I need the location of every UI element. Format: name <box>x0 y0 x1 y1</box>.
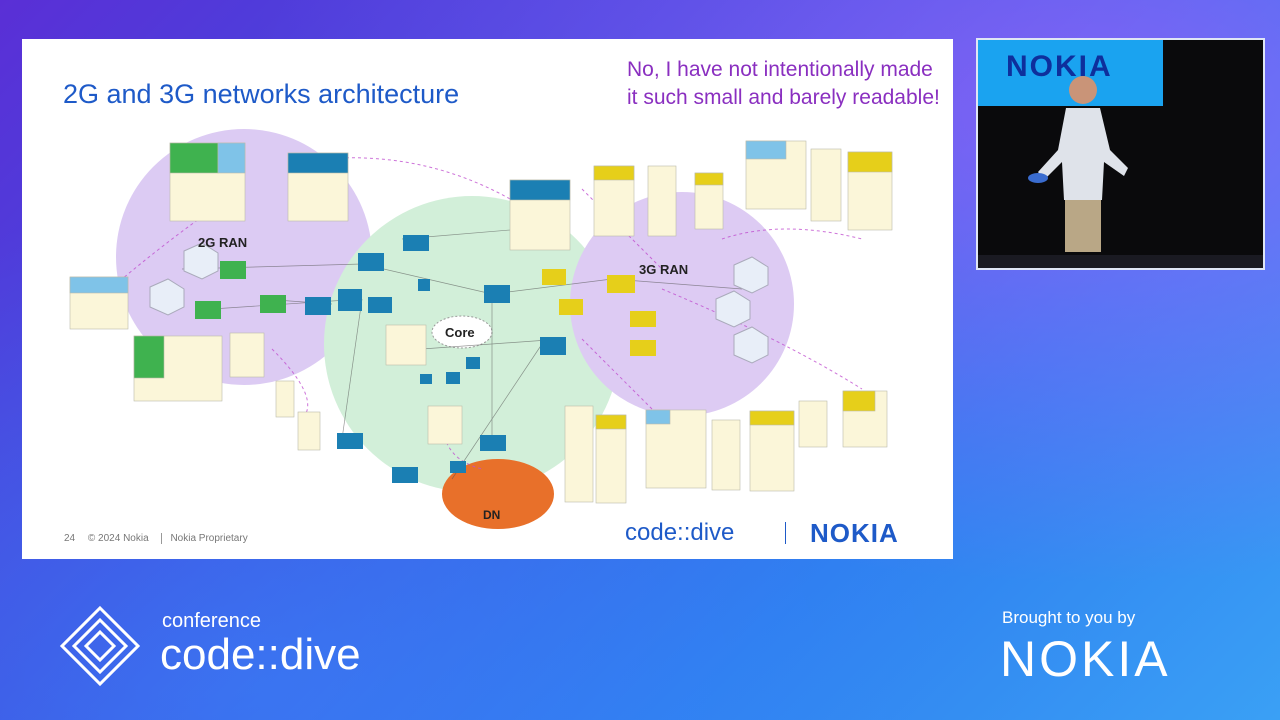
slide-company-logo: NOKIA <box>810 518 899 548</box>
conference-name: code::dive <box>160 630 361 679</box>
label-dn: DN <box>483 508 500 522</box>
core-nodes <box>305 235 566 483</box>
protocol-stacks <box>69 140 893 504</box>
label-core: Core <box>445 325 475 340</box>
speaker-video: NOKIA <box>976 38 1265 270</box>
presentation-slide: 2G RAN 3G RAN Core DN 2G and 3G networks… <box>22 39 953 559</box>
speaker-figure <box>978 76 1263 268</box>
slide-page-number: 24 <box>64 533 76 544</box>
slide-note: No, I have not intentionally made it suc… <box>627 58 940 109</box>
sponsor-logo: NOKIA <box>1000 631 1171 687</box>
ran-3g-bubble <box>570 192 794 416</box>
cell-sites <box>149 242 769 364</box>
label-3g-ran: 3G RAN <box>639 262 688 277</box>
video-banner-logo: NOKIA <box>1006 50 1113 83</box>
dn-bubble <box>442 459 554 529</box>
label-2g-ran: 2G RAN <box>198 235 247 250</box>
conference-label: conference <box>162 610 261 632</box>
ran-3g-nodes <box>542 269 656 356</box>
conference-logo-icon <box>59 605 141 687</box>
sponsor-caption: Brought to you by <box>1002 608 1136 627</box>
slide-footer: 24 © 2024 Nokia Nokia Proprietary <box>64 533 258 544</box>
slide-title: 2G and 3G networks architecture <box>63 79 460 109</box>
slide-logo-divider <box>785 522 786 544</box>
bearer-links <box>181 228 743 480</box>
slide-event-logo: code::dive <box>625 519 735 546</box>
slide-classification: Nokia Proprietary <box>161 533 248 544</box>
network-architecture-diagram: 2G RAN 3G RAN Core DN <box>69 129 893 529</box>
slide-copyright: © 2024 Nokia <box>87 533 149 544</box>
ran-2g-nodes <box>195 261 286 319</box>
